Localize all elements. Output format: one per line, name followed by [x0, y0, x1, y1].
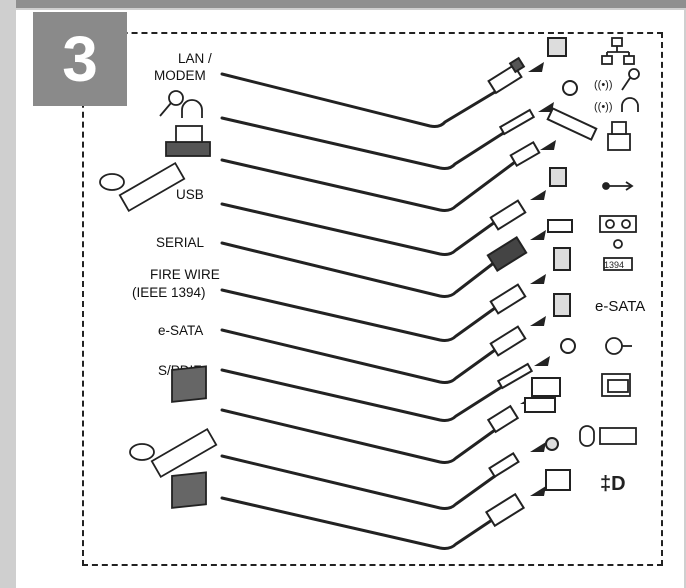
printer-plug-icon: [509, 140, 541, 168]
cable-displayport: [220, 496, 497, 550]
monitor-symbol-icon: [601, 373, 631, 397]
ps2-port-icon: [545, 437, 559, 451]
firewire-port-icon: [553, 247, 571, 271]
arrow-usb-icon: [530, 190, 546, 200]
svg-text:((•)): ((•)): [594, 79, 613, 91]
arrow-spdif-icon: [534, 356, 550, 366]
step-number: 3: [33, 12, 127, 106]
usb-plug-icon: [489, 199, 527, 231]
esata-plug-icon: [489, 325, 527, 357]
displayport-socket-icon: [545, 469, 571, 491]
esata-port-icon: [553, 293, 571, 317]
label-modem: MODEM: [154, 68, 206, 83]
dvi-port-icon: [531, 377, 561, 397]
arrow-ps2-icon: [530, 442, 546, 452]
lan-port-icon: [547, 37, 567, 57]
lan-plug-icon: [487, 56, 526, 95]
headphone-out-icon: ((•)): [594, 97, 639, 113]
cable-ps2: [220, 454, 497, 510]
label-serial: SERIAL: [156, 235, 205, 250]
mouse-symbol-icon: [579, 425, 595, 447]
monitor-device-icon-2: [171, 471, 207, 509]
mic-in-icon: ((•)): [594, 68, 640, 91]
label-ieee1394: (IEEE 1394): [132, 285, 206, 300]
arrow-lan-icon: [528, 62, 544, 72]
cable-monitor-vga: [220, 408, 497, 464]
cable-firewire: [220, 288, 497, 342]
monitor-device-icon-1: [171, 365, 207, 403]
firewire-badge-text: 1394: [604, 260, 624, 270]
cable-serial: [220, 241, 497, 298]
parallel-port-icon: [546, 107, 598, 141]
usb-port-icon: [549, 167, 567, 187]
label-firewire: FIRE WIRE: [150, 267, 220, 282]
printer-icon: [607, 121, 631, 151]
label-usb: USB: [176, 187, 204, 202]
arrow-audio-icon: [538, 102, 554, 112]
esata-symbol-text: e-SATA: [595, 298, 646, 315]
cable-esata: [220, 328, 497, 384]
arrow-serial-icon: [530, 230, 546, 240]
firewire-symbol-icon: [603, 239, 633, 271]
audio-port-icon: [562, 80, 578, 96]
network-icon: [601, 37, 635, 65]
keyboard-device-icon-2: [150, 427, 218, 479]
arrow-displayport-icon: [530, 486, 546, 496]
cable-spdif: [220, 368, 502, 422]
displayport-symbol-icon: ‡D: [600, 473, 626, 495]
arrow-firewire-icon: [530, 274, 546, 284]
arrow-esata-icon: [530, 316, 546, 326]
firewire-plug-icon: [489, 283, 527, 315]
cable-audio: [220, 116, 507, 170]
vga-port-icon: [524, 397, 556, 413]
left-border: [0, 0, 16, 588]
mouse-device-icon-2: [129, 443, 155, 461]
dashed-border: [82, 32, 663, 566]
displayport-plug-icon: [484, 492, 526, 528]
serial-symbol-icon: [599, 215, 637, 233]
cable-lan: [220, 72, 497, 128]
serial-plug-icon: [486, 235, 528, 273]
serial-port-icon: [547, 219, 573, 233]
spdif-port-icon: [560, 338, 576, 354]
printer-device-icon: [165, 125, 211, 157]
usb-symbol-icon: [602, 181, 634, 191]
spdif-plug-icon: [496, 362, 534, 390]
audio-plug-icon: [498, 108, 536, 136]
label-esata: e-SATA: [158, 323, 204, 338]
cable-usb: [220, 202, 497, 256]
cable-printer: [220, 158, 517, 212]
label-lan: LAN /: [178, 51, 212, 66]
arrow-printer-icon: [540, 140, 556, 150]
headphones-icon: [181, 99, 203, 118]
svg-text:((•)): ((•)): [594, 101, 613, 113]
top-border: [0, 0, 686, 8]
ps2-plug-icon: [488, 451, 520, 479]
svg-text:‡D: ‡D: [600, 473, 626, 495]
mouse-device-icon: [99, 173, 125, 191]
keyboard-device-icon: [118, 161, 186, 213]
keyboard-symbol-icon: [599, 427, 637, 445]
spdif-symbol-icon: [605, 337, 632, 355]
vga-plug-icon: [486, 404, 520, 434]
microphone-icon: [159, 90, 184, 117]
